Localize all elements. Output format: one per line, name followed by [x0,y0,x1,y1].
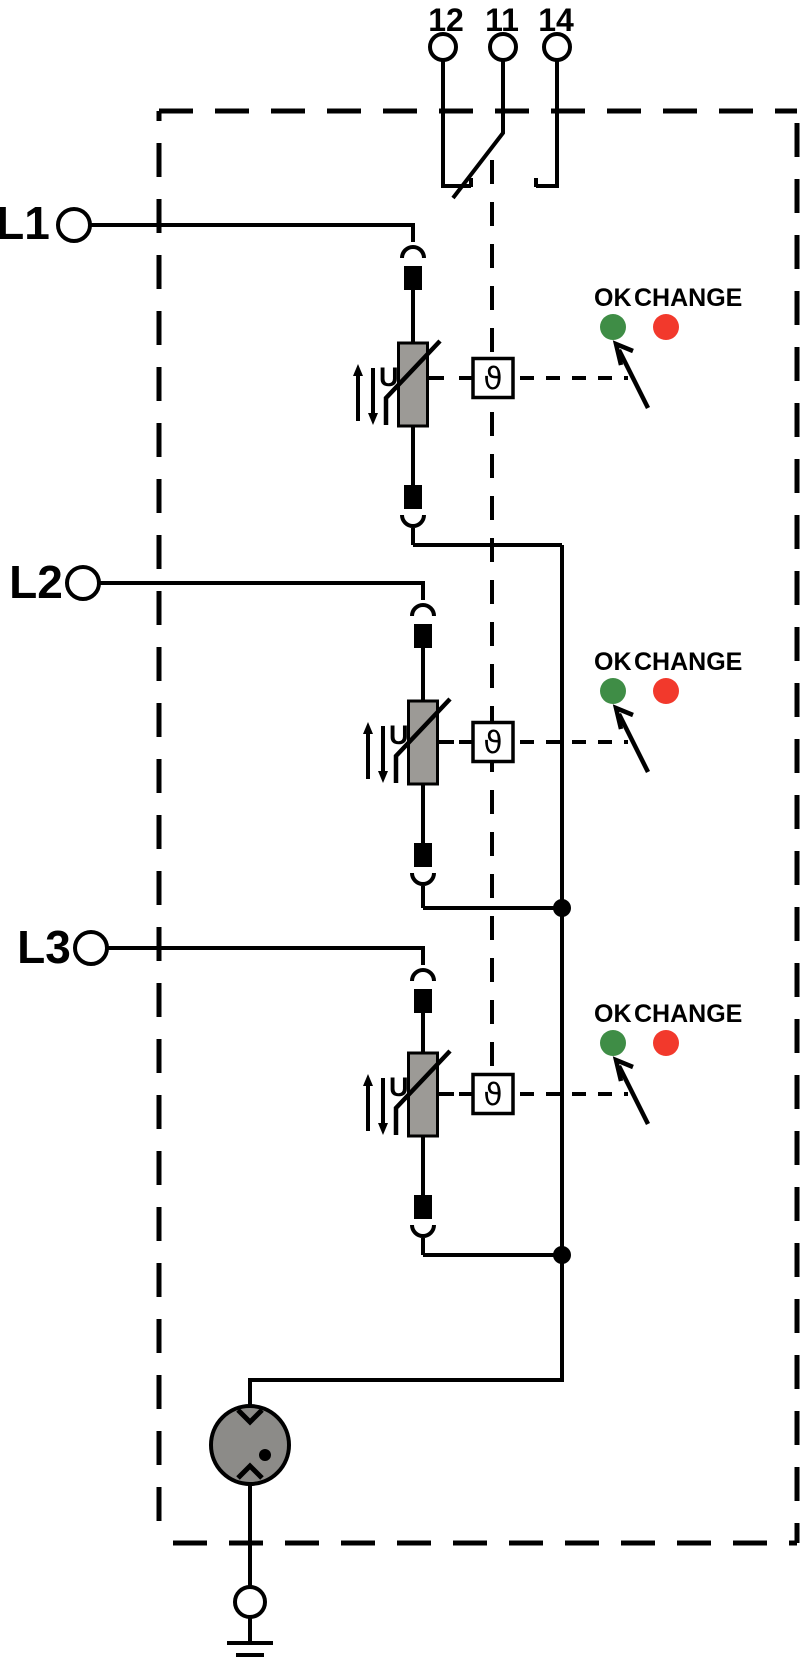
phase-2-indicator-arrow-head [612,704,634,730]
phase-2-varistor [407,699,439,786]
phase-2-plug-contact-bottom-icon [410,872,436,908]
phase-2-input-terminal [65,565,101,601]
gas-discharge-tube [209,1404,291,1587]
terminal-12-label: 12 [428,2,464,38]
phase-2-indicator-arrow-icon [612,704,651,774]
phase-1-change-label: CHANGE [634,284,742,312]
phase-1-arrow-up-head [353,364,363,376]
phase-1-plug-contact-bottom-icon [400,514,426,545]
phase-2-voltage-arrows-icon [366,726,385,779]
phase-1-thermal-sensor-box [471,356,515,400]
enclosure-border [156,108,800,1546]
phase-3-plug-contact-bottom-icon [410,1224,436,1255]
phase-module-2: L2 U ϑ OK CHANGE [9,556,742,910]
phase-3-disconnector-top [414,989,432,1013]
phase-3-varistor-slash [393,1049,452,1135]
phase-3-indicator-arrow-shaft [616,1064,651,1126]
phase-1-ok-label: OK [594,284,632,312]
phase-1-led-ok [600,314,626,340]
phase-2-disconnector-bottom [414,843,432,867]
phase-1-varistor [397,341,429,428]
phase-2-voltage-label: U [389,720,409,750]
terminal-11-circle [488,32,518,62]
phase-3-ok-label: OK [594,1000,632,1028]
phase-3-led-change [653,1030,679,1056]
phase-1-disconnector-top [404,266,422,290]
terminal-14-lead [534,60,559,188]
phase-3-voltage-arrows-icon [366,1078,385,1131]
gdt-body [209,1404,291,1486]
phase-1-label: L1 [0,197,50,249]
ground-symbol-icon [227,1641,273,1657]
changeover-switch-lever [451,60,505,200]
phase-2-change-label: CHANGE [634,648,742,676]
phase-3-voltage-label: U [389,1072,409,1102]
phase-1-arrow-down-head [368,413,378,425]
phase-3-led-ok [600,1030,626,1056]
phase-2-plug-contact-top-icon [410,603,436,617]
phase-3-indicator-arrow-head [612,1056,634,1082]
phase-2-indicator-arrow-shaft [616,712,651,774]
phase-3-plug-contact-top-icon [410,968,436,982]
phase-1-indicator-arrow-icon [612,340,651,410]
phase-1-indicator-arrow-head [612,340,634,366]
phase-2-arrow-down-head [378,771,388,783]
terminal-12-lead [441,60,473,188]
phase-1-disconnector-bottom [404,485,422,509]
phase-1-led-change [653,314,679,340]
phase-3-disconnector-bottom [414,1195,432,1219]
phase-3-arrow-down-head [378,1123,388,1135]
phase-1-varistor-slash [383,339,442,425]
phase-3-arrow-up-head [363,1074,373,1086]
phase-2-disconnector-top [414,624,432,648]
phase-3-thermal-sensor-box [471,1072,515,1116]
phase-1-input-terminal [56,207,92,243]
terminal-11-label: 11 [485,2,519,38]
phase-3-input-terminal [73,930,109,966]
phase-2-label: L2 [9,556,63,608]
pe-bus-line [248,545,564,1406]
gdt-electrode-top-icon [236,1408,264,1426]
phase-module-3: L3 U ϑ OK CHANGE [17,921,742,1257]
phase-1-indicator-arrow-shaft [616,348,651,410]
phase-2-led-ok [600,678,626,704]
phase-1-plug-contact-top-icon [400,245,426,259]
terminal-14-circle [542,32,572,62]
phase-2-arrow-up-head [363,722,373,734]
phase-2-varistor-slash [393,697,452,783]
phase-2-thermal-sensor-box [471,720,515,764]
phase-1-wire [90,223,415,242]
phase-module-1: L1 U ϑ OK CHANGE [0,197,742,547]
phase-3-label: L3 [17,921,71,973]
phase-2-led-change [653,678,679,704]
pe-bus [248,545,571,1406]
remote-contact-group: 12 11 14 [428,2,574,200]
earth-terminal-circle [233,1585,267,1619]
terminal-14-label: 14 [538,2,574,38]
phase-2-ok-label: OK [594,648,632,676]
phase-1-voltage-arrows-icon [356,368,375,421]
earth-connection [227,1585,273,1657]
terminal-12-circle [428,32,458,62]
phase-3-indicator-arrow-icon [612,1056,651,1126]
phase-1-thermal-symbol: ϑ [483,361,502,397]
phase-1-voltage-label: U [379,362,399,392]
phase-3-change-label: CHANGE [634,1000,742,1028]
gdt-electrode-bottom-icon [236,1462,264,1480]
gdt-gas-dot [259,1449,271,1461]
phase-2-thermal-symbol: ϑ [483,725,502,761]
phase-2-wire [99,581,425,600]
phase-3-varistor [407,1051,439,1138]
phase-3-wire [107,946,425,965]
phase-3-thermal-symbol: ϑ [483,1077,502,1113]
